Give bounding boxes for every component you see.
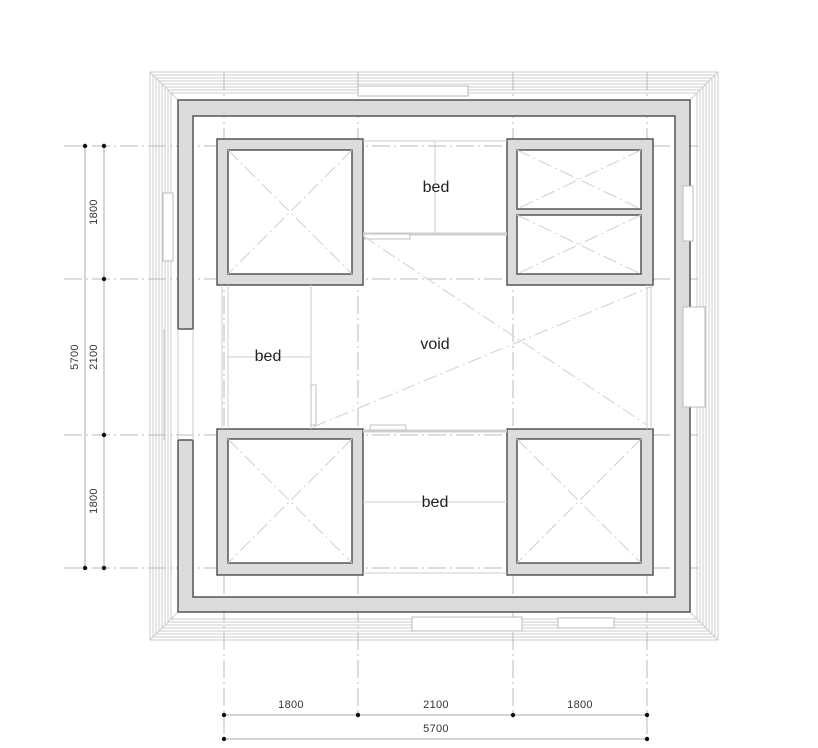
corner-boxes — [216, 138, 654, 576]
void-cross — [312, 235, 654, 428]
openings — [162, 85, 706, 632]
dim-horizontal-seg-3: 1800 — [567, 699, 593, 711]
dim-vertical-total: 5700 — [69, 344, 81, 370]
horizontal-dimension — [221, 712, 650, 742]
dim-vertical-seg-3: 1800 — [88, 488, 100, 514]
room-label-void: void — [420, 336, 450, 353]
room-label-bed-bottom: bed — [421, 494, 449, 511]
vertical-dimension — [82, 143, 107, 571]
dim-vertical-seg-2: 2100 — [88, 344, 100, 370]
interior-lines — [221, 140, 652, 574]
dim-horizontal-total: 5700 — [423, 723, 449, 735]
dim-vertical-seg-1: 1800 — [88, 199, 100, 225]
room-label-bed-left: bed — [254, 348, 282, 365]
dim-horizontal-seg-1: 1800 — [278, 699, 304, 711]
dim-horizontal-seg-2: 2100 — [423, 699, 449, 711]
room-label-bed-top: bed — [422, 179, 450, 196]
